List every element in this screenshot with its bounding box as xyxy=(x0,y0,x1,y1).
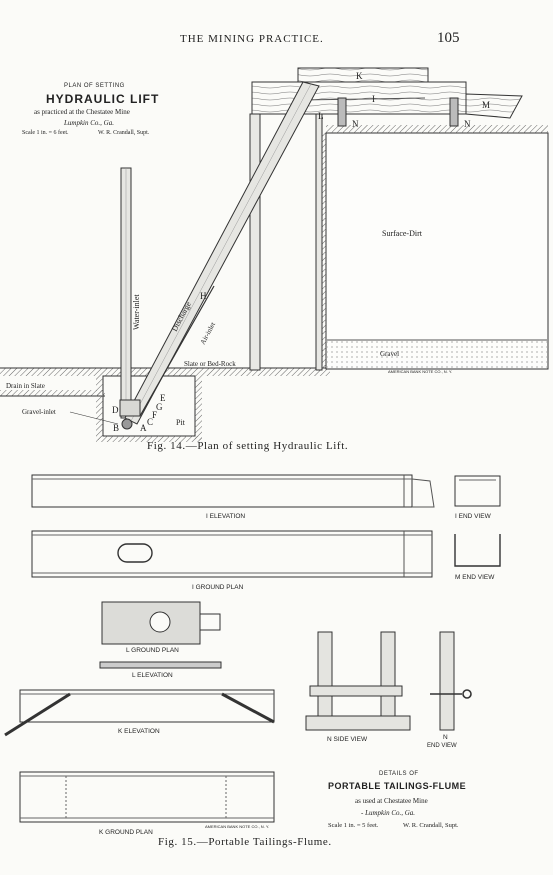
label-n-end-view: END VIEW xyxy=(427,743,457,749)
label-slate: Slate or Bed-Rock xyxy=(184,360,236,368)
lift-chamber xyxy=(119,399,141,417)
label-c: C xyxy=(147,417,153,427)
l-elevation xyxy=(99,661,222,669)
fig15-block-scale: Scale 1 in. = 5 feet. xyxy=(328,822,379,829)
fig14-block-line1: PLAN OF SETTING xyxy=(64,83,125,89)
label-l: L xyxy=(318,111,324,121)
i-end-view xyxy=(454,475,501,507)
fig14-block-line3: as practiced at the Chestatee Mine xyxy=(34,108,130,116)
fig14-block-scale: Scale 1 in. = 6 feet. xyxy=(22,130,69,136)
flume-body xyxy=(251,81,467,115)
engraver-credit: AMERICAN BANK NOTE CO., N. Y. xyxy=(205,824,269,829)
label-i-elevation: I ELEVATION xyxy=(206,513,245,520)
label-m-end-view: M END VIEW xyxy=(455,574,495,581)
label-k-ground-plan: K GROUND PLAN xyxy=(99,829,153,836)
n-side-crossbar xyxy=(309,685,403,697)
fig15-block-line1: DETAILS OF xyxy=(379,771,419,777)
bolt-n xyxy=(337,97,347,127)
i-ground-plan-slot xyxy=(117,543,153,563)
label-gravel-inlet: Gravel-inlet xyxy=(22,408,56,416)
label-m: M xyxy=(482,100,490,110)
running-title: THE MINING PRACTICE. xyxy=(180,33,324,45)
fig15-block-line4: - Lumpkin Co., Ga. xyxy=(361,809,416,817)
label-pit: Pit xyxy=(176,418,186,427)
i-ground-plan xyxy=(31,530,433,578)
label-b: B xyxy=(113,423,119,433)
label-n-end-view-letter: N xyxy=(443,734,448,741)
label-a: A xyxy=(140,423,147,433)
flume-extension-m xyxy=(465,93,523,119)
label-e: E xyxy=(160,393,166,403)
i-elevation-flume xyxy=(31,474,413,508)
k-ground-plan xyxy=(19,771,275,823)
page-number: 105 xyxy=(437,30,460,46)
fig14-caption: Fig. 14.—Plan of setting Hydraulic Lift. xyxy=(147,440,349,452)
label-i: I xyxy=(372,94,375,104)
l-ground-plan-hole xyxy=(149,611,171,633)
label-k: K xyxy=(356,71,363,81)
label-n-side-view: N SIDE VIEW xyxy=(327,736,368,743)
figure-14-drawing: A B C D E F G H I K L M N N Water-inlet … xyxy=(0,67,549,442)
fig14-block-line4: Lumpkin Co., Ga. xyxy=(64,119,114,127)
label-f: F xyxy=(152,410,157,420)
air-inlet-pipe xyxy=(139,285,215,417)
n-side-post xyxy=(317,631,333,731)
fig15-block-line3: as used at Chestatee Mine xyxy=(355,797,428,805)
n-side-base xyxy=(305,715,411,731)
k-brace xyxy=(221,692,275,724)
engraver-credit: AMERICAN BANK NOTE CO., N. Y. xyxy=(388,369,452,374)
label-l-elevation: L ELEVATION xyxy=(132,672,173,679)
label-water-inlet: Water-inlet xyxy=(132,294,141,330)
label-n: N xyxy=(464,119,471,129)
label-surface-dirt: Surface-Dirt xyxy=(382,229,423,238)
surface-dirt-bank xyxy=(325,132,549,370)
label-n: N xyxy=(352,119,359,129)
n-side-post xyxy=(380,631,396,731)
n-end-hook xyxy=(462,689,472,699)
fig14-block-credit: W. R. Crandall, Supt. xyxy=(98,130,150,136)
gravel-layer xyxy=(327,340,547,368)
lift-nozzle xyxy=(121,418,133,430)
label-h: H xyxy=(200,291,207,301)
fig15-block-credit: W. R. Crandall, Supt. xyxy=(403,822,459,829)
k-elevation xyxy=(19,689,275,723)
label-drain: Drain in Slate xyxy=(6,382,45,390)
label-gravel: Gravel xyxy=(380,350,399,358)
label-i-ground-plan: I GROUND PLAN xyxy=(192,584,244,591)
fig15-caption: Fig. 15.—Portable Tailings-Flume. xyxy=(158,836,332,848)
fig15-block-title: PORTABLE TAILINGS-FLUME xyxy=(328,781,467,791)
n-end-post xyxy=(439,631,455,731)
label-i-end-view: I END VIEW xyxy=(455,513,492,520)
fig14-block-title: HYDRAULIC LIFT xyxy=(46,92,160,106)
label-l-ground-plan: L GROUND PLAN xyxy=(126,647,179,654)
m-end-view xyxy=(454,534,501,567)
discharge-pipe xyxy=(124,81,320,425)
bolt-n xyxy=(449,97,459,127)
label-d: D xyxy=(112,405,119,415)
k-brace xyxy=(4,692,71,737)
label-k-elevation: K ELEVATION xyxy=(118,728,160,735)
label-g: G xyxy=(156,402,163,412)
drain-channel xyxy=(0,390,105,396)
